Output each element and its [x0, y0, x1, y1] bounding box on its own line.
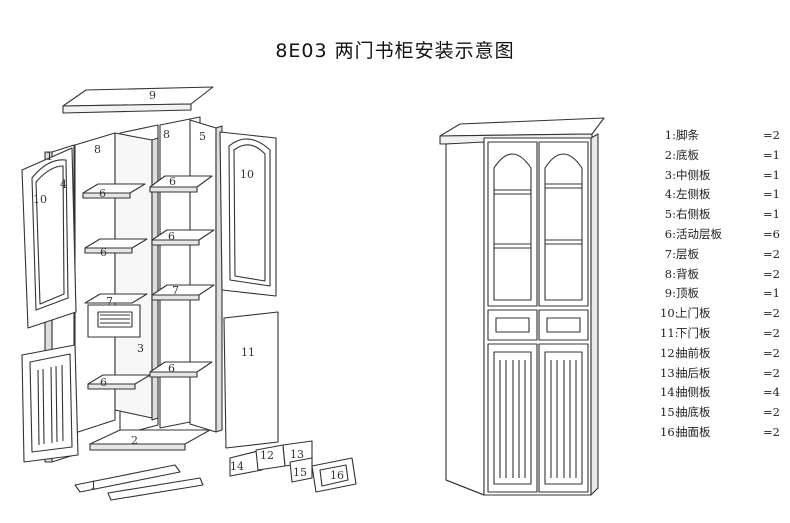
label-11: 11	[241, 346, 255, 359]
label-1-lower: 1	[90, 479, 97, 492]
label-9: 9	[149, 89, 156, 102]
label-13: 13	[290, 448, 304, 461]
label-6-b: 6	[169, 175, 176, 188]
assembled-cabinet	[439, 117, 605, 496]
label-6-d: 6	[100, 246, 107, 259]
label-2: 2	[131, 434, 138, 447]
label-15: 15	[293, 466, 307, 479]
label-10-left: 10	[33, 193, 47, 206]
parts-list-item: 7:层板=2	[664, 246, 780, 261]
parts-list-item: 9:顶板=1	[664, 286, 780, 301]
parts-list-item: 13:抽后板=2	[660, 365, 780, 380]
label-6-e: 6	[100, 376, 107, 389]
parts-list-item: 6:活动层板=6	[664, 226, 780, 241]
label-5: 5	[199, 130, 206, 143]
label-4: 4	[60, 178, 67, 191]
part-upper-door-left	[21, 147, 77, 329]
parts-list-item: 5:右侧板=1	[664, 207, 780, 222]
label-6-f: 6	[168, 362, 175, 375]
parts-list-item: 10:上门板=2	[660, 306, 780, 321]
diagram-title: 8E03 两门书柜安装示意图	[275, 40, 515, 62]
part-top-panel	[62, 86, 214, 114]
label-8-right: 8	[163, 128, 170, 141]
part-lower-door-left	[21, 344, 79, 463]
label-7-right: 7	[172, 284, 179, 297]
parts-list-item: 11:下门板=2	[660, 325, 780, 340]
parts-list-item: 4:左侧板=1	[664, 187, 780, 202]
parts-list: 1:脚条=2 2:底板=1 3:中侧板=1 4:左侧板=1 5:右侧板=1 6:…	[660, 126, 786, 443]
label-3: 3	[137, 342, 144, 355]
part-plinth-strips	[74, 464, 204, 501]
label-1-upper: 1	[46, 150, 53, 163]
part-drawer-pieces	[229, 440, 357, 493]
part-right-side-panel	[189, 119, 223, 433]
part-lower-door-right	[223, 311, 279, 449]
parts-list-item: 16:抽面板=2	[660, 424, 780, 439]
label-6-c: 6	[168, 230, 175, 243]
label-8-left: 8	[94, 143, 101, 156]
part-right-shelves	[149, 175, 215, 378]
parts-list-item: 12:抽前板=2	[660, 345, 780, 360]
label-7-left: 7	[106, 295, 113, 308]
part-bottom-panel	[89, 429, 211, 451]
label-10-right: 10	[240, 168, 254, 181]
parts-list-item: 2:底板=1	[664, 147, 780, 162]
part-left-shelves	[82, 183, 151, 390]
label-12: 12	[260, 449, 274, 462]
part-fixed-shelf-drawer	[84, 293, 148, 338]
parts-list-item: 1:脚条=2	[664, 128, 780, 142]
parts-list-item: 3:中侧板=1	[664, 167, 780, 182]
parts-list-item: 15:抽底板=2	[660, 405, 780, 420]
label-6-a: 6	[99, 187, 106, 200]
parts-list-item: 8:背板=2	[664, 266, 780, 281]
parts-list-item: 14:抽侧板=4	[660, 385, 780, 400]
part-upper-door-right	[219, 131, 277, 297]
label-14: 14	[230, 460, 244, 473]
label-16: 16	[330, 469, 344, 482]
